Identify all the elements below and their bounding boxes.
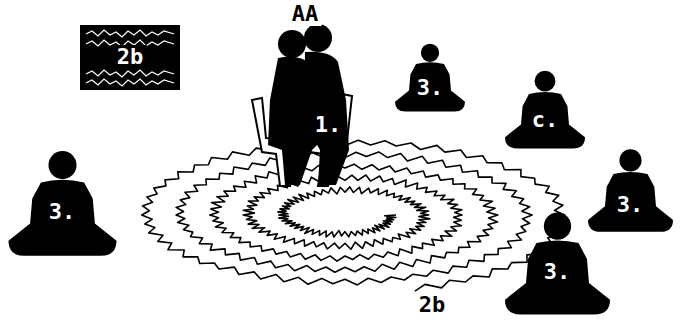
callout-number: 1.: [312, 113, 345, 137]
scribble-spiral: [142, 140, 565, 291]
seated-person: [505, 71, 585, 149]
signal-trace: [86, 30, 174, 37]
callout-number: 3.: [541, 260, 574, 284]
callout-number: c.: [529, 108, 562, 132]
seated-person: [588, 149, 673, 231]
signal-trace: [86, 79, 174, 86]
callout-number: 3.: [414, 76, 447, 100]
group-label: AA: [289, 2, 322, 26]
signal-trace: [86, 70, 174, 77]
person-head: [278, 30, 306, 58]
person-body: [304, 52, 349, 185]
callout-number: 2b: [416, 293, 449, 317]
callout-number: 3.: [46, 200, 79, 224]
callout-number: 2b: [114, 45, 147, 69]
seated-person: [505, 213, 610, 315]
seated-person: [9, 151, 117, 256]
couple: [268, 24, 349, 185]
monitor: [80, 25, 180, 90]
seated-person: [395, 44, 465, 112]
monitor-screen: [80, 25, 180, 90]
callout-number: 3.: [614, 193, 647, 217]
person-head: [304, 24, 332, 52]
